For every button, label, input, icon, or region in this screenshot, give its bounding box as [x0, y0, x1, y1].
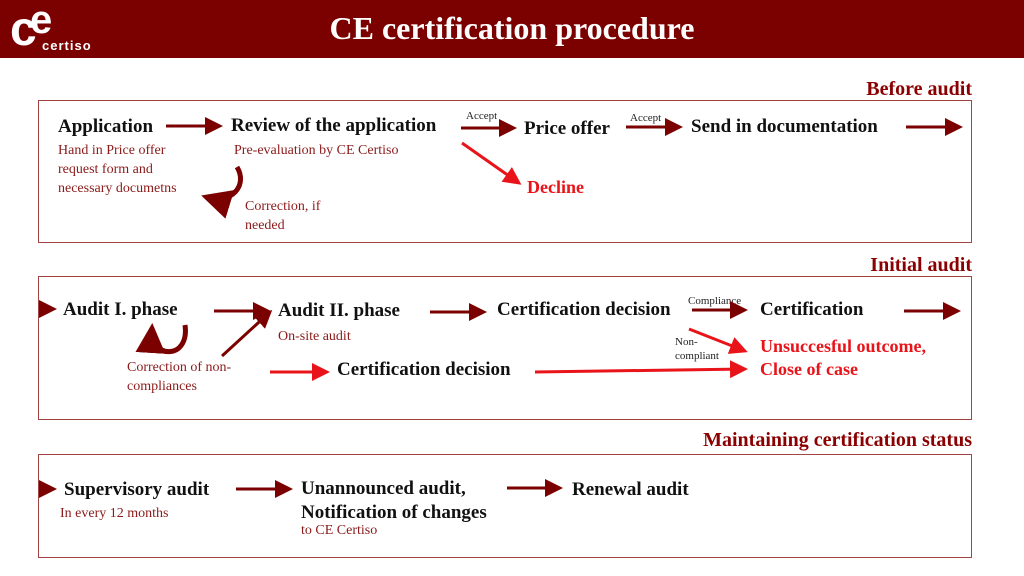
- section-title-initial-audit: Initial audit: [870, 254, 972, 276]
- step-supervisory-audit: Supervisory audit: [64, 479, 210, 500]
- accept-label-2: Accept: [630, 112, 662, 124]
- step-price-offer: Price offer: [524, 118, 610, 139]
- section-title-maintaining: Maintaining certification status: [703, 429, 972, 451]
- correction-curve-arrow: [201, 165, 243, 219]
- supervisory-note: In every 12 months: [60, 506, 169, 521]
- maintaining-box: [38, 454, 972, 558]
- correction-noncompliances-note: Correction of non-compliances: [127, 360, 232, 394]
- review-note: Pre-evaluation by CE Certiso: [234, 143, 399, 158]
- arrow-decision2-unsuccessful: [534, 360, 748, 379]
- arrow-review-decline: [461, 141, 522, 185]
- unannounced-note: to CE Certiso: [301, 523, 378, 538]
- outcome-unsuccessful: Unsuccesful outcome,Close of case: [760, 336, 926, 379]
- non-compliant-label: Non-compliant: [675, 336, 719, 362]
- step-certification-decision-1: Certification decision: [497, 299, 671, 320]
- step-unannounced-audit: Unannounced audit,Notification of change…: [301, 478, 487, 523]
- accept-label-1: Accept: [466, 110, 498, 122]
- step-review: Review of the application: [231, 115, 437, 136]
- before-audit-box: [38, 100, 972, 243]
- step-application: Application: [58, 116, 154, 137]
- step-certification: Certification: [760, 299, 864, 320]
- section-title-before-audit: Before audit: [866, 78, 972, 100]
- step-audit-phase-1: Audit I. phase: [63, 299, 178, 320]
- correction-loop-arrow: [135, 323, 188, 355]
- phase-2-note: On-site audit: [278, 329, 351, 344]
- step-audit-phase-2: Audit II. phase: [278, 300, 400, 321]
- outcome-decline: Decline: [527, 177, 584, 197]
- initial-audit-box: [38, 276, 972, 420]
- step-certification-decision-2: Certification decision: [337, 359, 511, 380]
- step-send-documentation: Send in documentation: [691, 116, 878, 137]
- arrow-correction-phase2: [220, 309, 273, 358]
- page-title: CE certification procedure: [329, 10, 695, 46]
- arrow-noncompliant-unsuccessful: [688, 327, 748, 354]
- compliance-label: Compliance: [688, 295, 742, 307]
- step-renewal-audit: Renewal audit: [572, 479, 689, 500]
